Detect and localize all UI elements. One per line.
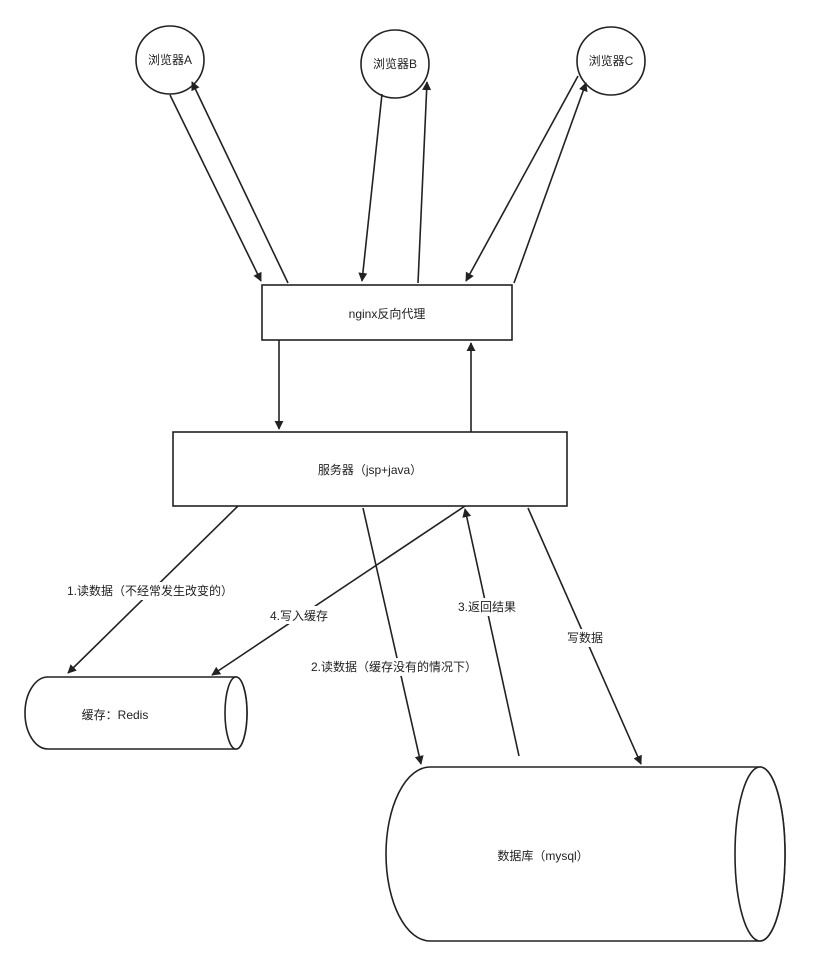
browser-b-node: 浏览器B <box>360 29 430 99</box>
edge-server-write-cache <box>211 505 466 676</box>
nginx-node: nginx反向代理 <box>261 284 513 341</box>
browser-a-node: 浏览器A <box>135 25 205 95</box>
edge-db-return-result <box>462 508 520 757</box>
edge-label-read-db-group: 2.读数据（缓存没有的情况下） <box>306 658 482 676</box>
edge-label-return-result: 3.返回结果 <box>458 600 516 614</box>
server-label: 服务器（jsp+java） <box>318 462 422 477</box>
edge-label-read-db: 2.读数据（缓存没有的情况下） <box>311 659 477 674</box>
cache-node: 缓存：Redis <box>24 676 248 750</box>
server-node: 服务器（jsp+java） <box>172 431 568 507</box>
edge-label-return-result-group: 3.返回结果 <box>452 598 522 616</box>
edge-nginx-to-browser-b <box>417 81 432 284</box>
edge-label-read-cache-group: 1.读数据（不经常发生改变的） <box>60 582 240 600</box>
database-label: 数据库（mysql） <box>497 848 588 863</box>
edge-label-write-data-group: 写数据 <box>562 629 608 647</box>
edge-label-write-cache-group: 4.写入缓存 <box>264 606 334 624</box>
nginx-label: nginx反向代理 <box>349 306 426 321</box>
edge-nginx-to-browser-c <box>513 82 588 284</box>
edge-nginx-to-browser-a <box>191 81 289 284</box>
edge-browser-c-to-nginx <box>465 75 579 282</box>
database-node: 数据库（mysql） <box>385 766 786 942</box>
browser-c-node: 浏览器C <box>576 26 646 96</box>
browser-c-label: 浏览器C <box>589 53 634 68</box>
edge-browser-a-to-nginx <box>169 94 262 282</box>
edge-label-write-cache: 4.写入缓存 <box>270 609 328 623</box>
edge-server-read-db <box>362 507 424 765</box>
browser-a-label: 浏览器A <box>148 52 192 67</box>
cache-label: 缓存：Redis <box>82 708 149 722</box>
edge-label-write-data: 写数据 <box>567 630 603 645</box>
edge-browser-b-to-nginx <box>358 93 383 282</box>
browser-b-label: 浏览器B <box>373 56 417 71</box>
edge-label-read-cache: 1.读数据（不经常发生改变的） <box>67 583 233 598</box>
